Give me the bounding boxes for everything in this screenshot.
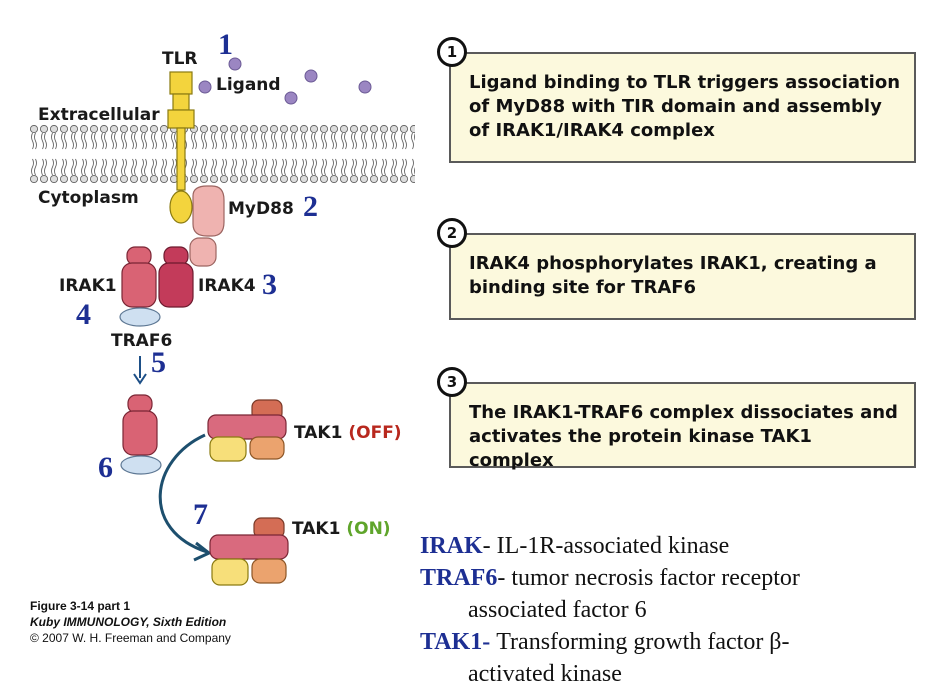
traf6-label: TRAF6 bbox=[111, 331, 173, 351]
definition-text: tumor necrosis factor receptor bbox=[511, 565, 800, 591]
step-box-2: IRAK4 phosphorylates IRAK1, creating a b… bbox=[449, 233, 916, 320]
step-number-5: 5 bbox=[151, 346, 166, 379]
definition-term: TAK1 bbox=[420, 629, 483, 655]
definition-separator: - bbox=[497, 565, 512, 591]
step-circle-1: 1 bbox=[437, 37, 467, 67]
irak1-label: IRAK1 bbox=[59, 276, 117, 296]
ligand-molecule bbox=[284, 91, 298, 105]
tak1-off-name: TAK1 bbox=[294, 423, 343, 443]
step-number-2: 2 bbox=[303, 190, 318, 223]
definition-separator: - bbox=[482, 533, 497, 559]
myd88-adaptor bbox=[189, 185, 225, 267]
definition-text: Transforming growth factor β- bbox=[496, 629, 790, 655]
step-box-1: Ligand binding to TLR triggers associati… bbox=[449, 52, 916, 163]
irak4-label: IRAK4 bbox=[198, 276, 256, 296]
ligand-molecule bbox=[358, 80, 372, 94]
definition-irak: IRAK- IL-1R-associated kinase bbox=[420, 530, 925, 562]
step-number-7: 7 bbox=[193, 498, 208, 531]
definition-separator: - bbox=[482, 629, 497, 655]
step-circle-2: 2 bbox=[437, 218, 467, 248]
ligand-molecule bbox=[304, 69, 318, 83]
step-number-3: 3 bbox=[262, 268, 277, 301]
definition-tak1: TAK1- Transforming growth factor β- bbox=[420, 626, 925, 658]
tak1-complex-on bbox=[209, 517, 289, 586]
irak1-dissociated bbox=[122, 394, 158, 456]
figure-caption: Figure 3-14 part 1 Kuby IMMUNOLOGY, Sixt… bbox=[30, 598, 231, 646]
copyright-line: © 2007 W. H. Freeman and Company bbox=[30, 631, 231, 645]
step-box-3: The IRAK1-TRAF6 complex dissociates and … bbox=[449, 382, 916, 471]
ligand-label: Ligand bbox=[216, 75, 281, 95]
ligand-molecule bbox=[198, 80, 212, 94]
definition-text-continued: associated factor 6 bbox=[468, 597, 647, 623]
tak1-on-name: TAK1 bbox=[292, 519, 341, 539]
definition-traf6: TRAF6- tumor necrosis factor receptor bbox=[420, 562, 925, 594]
ligand-molecule bbox=[228, 57, 242, 71]
tak1-complex-off bbox=[207, 399, 287, 462]
definition-term: IRAK bbox=[420, 533, 483, 559]
activation-arrow bbox=[158, 433, 212, 562]
definitions-list: IRAK- IL-1R-associated kinase TRAF6- tum… bbox=[420, 530, 925, 690]
tlr-label: TLR bbox=[162, 49, 198, 69]
traf6-dissociated bbox=[120, 455, 162, 475]
tak1-on-label: TAK1 (ON) bbox=[292, 519, 391, 539]
step-number-6: 6 bbox=[98, 451, 113, 484]
membrane-bilayer bbox=[29, 125, 415, 183]
irak1-kinase bbox=[121, 246, 157, 308]
myd88-label: MyD88 bbox=[228, 199, 294, 219]
tak1-off-state: (OFF) bbox=[348, 423, 402, 443]
step-circle-3: 3 bbox=[437, 367, 467, 397]
extracellular-label: Extracellular bbox=[38, 105, 160, 125]
arrow-down bbox=[133, 356, 147, 385]
figure-number: Figure 3-14 part 1 bbox=[30, 599, 131, 613]
tak1-off-label: TAK1 (OFF) bbox=[294, 423, 402, 443]
step-number-1: 1 bbox=[218, 28, 233, 61]
definition-text-continued: activated kinase bbox=[468, 661, 622, 687]
irak4-kinase bbox=[158, 246, 194, 308]
step-number-4: 4 bbox=[76, 298, 91, 331]
cytoplasm-label: Cytoplasm bbox=[38, 188, 139, 208]
traf6-ellipse bbox=[119, 307, 161, 327]
tlr-receptor bbox=[167, 71, 195, 224]
tak1-on-state: (ON) bbox=[346, 519, 391, 539]
definition-term: TRAF6 bbox=[420, 565, 498, 591]
book-title: Kuby IMMUNOLOGY, Sixth Edition bbox=[30, 615, 227, 629]
definition-text: IL-1R-associated kinase bbox=[496, 533, 730, 559]
